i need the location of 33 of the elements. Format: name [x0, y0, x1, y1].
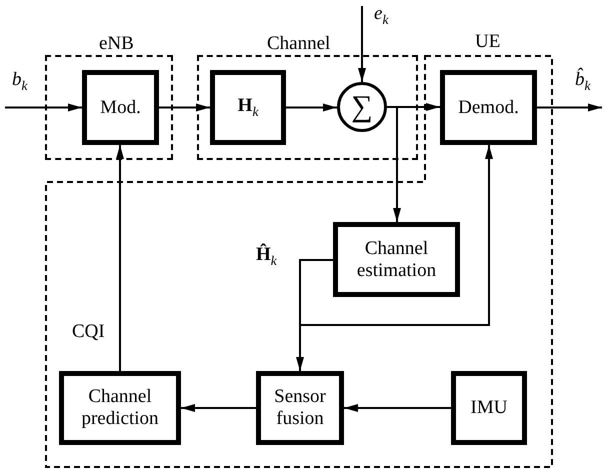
- arrow: [116, 145, 124, 371]
- arrow: [537, 104, 602, 112]
- process-block: [451, 371, 527, 445]
- process-block: [256, 371, 344, 445]
- process-block: [59, 371, 181, 445]
- block-label: Sensor fusion: [273, 386, 327, 430]
- process-block: [210, 70, 286, 145]
- process-block: [440, 70, 537, 145]
- block-label: H$_{k}$: [238, 95, 258, 120]
- edge-label: b$_{k}$: [12, 70, 28, 92]
- summing-junction: [337, 82, 387, 132]
- edge-label: Ĥ$_{k}$: [256, 245, 277, 268]
- arrow: [387, 106, 401, 222]
- arrow: [286, 104, 337, 112]
- block-label: Channel estimation: [356, 238, 438, 282]
- group-title: eNB: [99, 33, 134, 55]
- block-label: Channel prediction: [80, 386, 160, 430]
- block-label: IMU: [470, 397, 508, 419]
- block-label: Demod.: [458, 96, 519, 118]
- edge-label: CQI: [72, 322, 105, 341]
- arrow: [358, 6, 366, 82]
- group-title: UE: [475, 31, 500, 53]
- arrow: [159, 104, 210, 112]
- process-block: [333, 222, 460, 297]
- arrow: [181, 404, 256, 412]
- process-block: [82, 70, 159, 145]
- block-label: Mod.: [100, 96, 141, 118]
- sum-symbol: ∑: [351, 90, 373, 124]
- arrow: [5, 104, 82, 112]
- group-title: Channel: [267, 33, 330, 55]
- arrow: [299, 145, 493, 326]
- arrow: [344, 404, 451, 412]
- edge-label: b̂$_{k}$: [575, 70, 590, 92]
